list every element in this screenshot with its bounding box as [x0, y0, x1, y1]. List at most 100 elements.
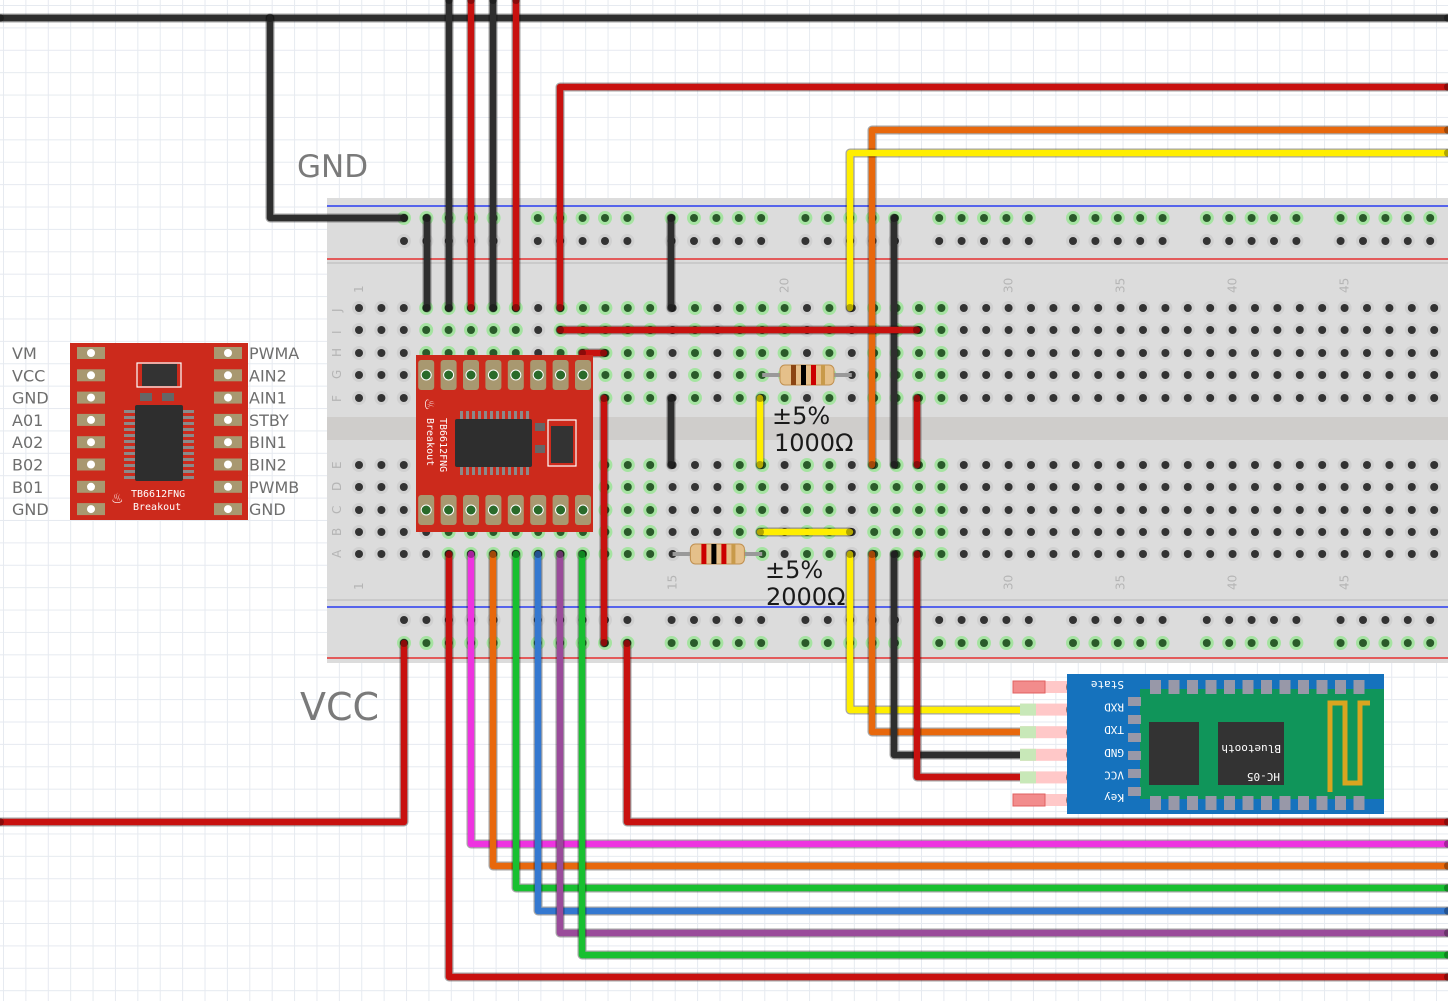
- tb6612-cap1: [535, 423, 545, 431]
- column-number: 35: [1114, 278, 1128, 293]
- column-number: 40: [1226, 278, 1240, 293]
- wire-black-col15[interactable]: [666, 393, 676, 470]
- column-number: 1: [352, 582, 366, 590]
- row-letter: H: [330, 348, 344, 357]
- tb6612-ref-name: TB6612FNG: [131, 489, 185, 500]
- row-letter: I: [330, 330, 344, 334]
- r1-resistance: 1000Ω: [774, 429, 853, 457]
- tb6612-cap2: [535, 445, 545, 453]
- wire-orange-bottom[interactable]: [488, 549, 1448, 871]
- ref-pin-right-label: BIN2: [249, 456, 287, 475]
- wire-purple[interactable]: [555, 549, 1448, 938]
- ref-pin-left-label: GND: [12, 389, 49, 408]
- tb6612-breadboard-module[interactable]: ♨ TB6612FNG Breakout: [416, 355, 593, 532]
- wire-red-top-2[interactable]: [511, 0, 521, 313]
- resistor-1000-ohm[interactable]: [762, 364, 852, 386]
- column-number: 20: [778, 278, 792, 293]
- hc05-pin-label: VCC: [1104, 768, 1124, 781]
- ref-pin-left-label: VM: [12, 344, 37, 363]
- row-letter: E: [330, 461, 344, 469]
- wire-magenta[interactable]: [466, 549, 1448, 849]
- row-letter: B: [330, 528, 344, 536]
- tb6612-chip: [455, 419, 532, 467]
- column-number: 40: [1226, 575, 1240, 590]
- tb6612-ref-chip-legs: [124, 410, 194, 479]
- tb6612-regulator-outline: [547, 419, 577, 467]
- column-number: 15: [666, 575, 680, 590]
- column-number: 1: [352, 285, 366, 293]
- ref-pin-left-label: B02: [12, 456, 43, 475]
- hc05-pads: [1128, 680, 1365, 810]
- tb6612-ref-regulator: [142, 364, 177, 386]
- r2-tolerance: ±5%: [765, 556, 823, 584]
- r2-resistance: 2000Ω: [766, 583, 845, 611]
- wire-green-2[interactable]: [577, 549, 1448, 960]
- hc05-model: HC-05: [1247, 770, 1280, 783]
- wire-yellow-col19[interactable]: [755, 393, 765, 470]
- ref-pin-left-label: A01: [12, 411, 43, 430]
- tb6612-ref-cap2: [162, 393, 174, 401]
- ref-pin-right-label: PWMB: [249, 478, 299, 497]
- wire-orange-top[interactable]: [867, 125, 1448, 470]
- tb6612-regulator: [551, 426, 573, 463]
- hc05-antenna: [1327, 700, 1370, 792]
- ref-pin-right-label: AIN1: [249, 389, 287, 408]
- tb6612-ref-subtitle: Breakout: [133, 502, 181, 513]
- hc05-chip-2: [1218, 722, 1284, 785]
- wire-black-top-1[interactable]: [444, 0, 454, 313]
- wire-red-bottom-1[interactable]: [622, 638, 1448, 827]
- vcc-net-label: VCC: [300, 685, 379, 729]
- column-number: 30: [1002, 575, 1016, 590]
- column-number: 45: [1338, 278, 1352, 293]
- wire-black-rail-col15[interactable]: [666, 213, 676, 313]
- hc05-pin-label: RXD: [1104, 701, 1124, 714]
- tb6612-ref-cap1: [140, 393, 152, 401]
- tb6612-chip-legs: [460, 411, 529, 475]
- row-letter: G: [330, 370, 344, 379]
- ref-pin-left-label: VCC: [12, 366, 45, 385]
- ref-pin-right-label: GND: [249, 500, 286, 519]
- wire-yellow-row-B[interactable]: [755, 527, 855, 537]
- hc05-subtitle: Bluetooth: [1221, 742, 1281, 755]
- wire-black-col25[interactable]: [889, 213, 899, 470]
- ref-pin-left-label: A02: [12, 433, 43, 452]
- row-letter: D: [330, 482, 344, 491]
- wire-yellow-top[interactable]: [845, 148, 1448, 313]
- ref-pin-right-label: BIN1: [249, 433, 287, 452]
- wire-black-top-2[interactable]: [488, 0, 498, 313]
- wire-red-col26[interactable]: [912, 393, 922, 470]
- ref-pin-left-label: B01: [12, 478, 43, 497]
- hc05-pin-label: State: [1091, 678, 1124, 691]
- hc05-chip-1: [1149, 722, 1199, 785]
- resistors: [672, 364, 852, 565]
- wire-red-long-top[interactable]: [555, 82, 1448, 313]
- wire-red-col12[interactable]: [599, 393, 609, 648]
- wire-red-top-1[interactable]: [466, 0, 476, 313]
- tb6612-ref-regulator-outline: [136, 362, 182, 388]
- sparkfun-flame-icon: ♨: [111, 491, 124, 507]
- gnd-drop-wire[interactable]: [265, 13, 409, 223]
- column-number: 45: [1338, 575, 1352, 590]
- ref-pin-right-label: STBY: [249, 411, 289, 430]
- wire-green-1[interactable]: [511, 549, 1448, 893]
- tb6612-ref-pads: [77, 347, 242, 516]
- wire-red-bottom-long[interactable]: [444, 549, 1448, 982]
- ref-pin-right-label: AIN2: [249, 366, 287, 385]
- wire-blue[interactable]: [533, 549, 1448, 916]
- gnd-bus-wire[interactable]: [0, 13, 1448, 23]
- r1-tolerance: ±5%: [772, 402, 830, 430]
- tb6612-pads: [418, 360, 591, 525]
- ref-pin-right-label: PWMA: [249, 344, 299, 363]
- ref-pin-left-label: GND: [12, 500, 49, 519]
- vcc-feed-wire[interactable]: [0, 638, 409, 827]
- resistor-2000-ohm[interactable]: [672, 543, 763, 565]
- wire-red-row-I[interactable]: [555, 325, 922, 335]
- wire-black-rail-jumper[interactable]: [422, 213, 432, 313]
- tb6612-name: TB6612FNG: [437, 418, 448, 472]
